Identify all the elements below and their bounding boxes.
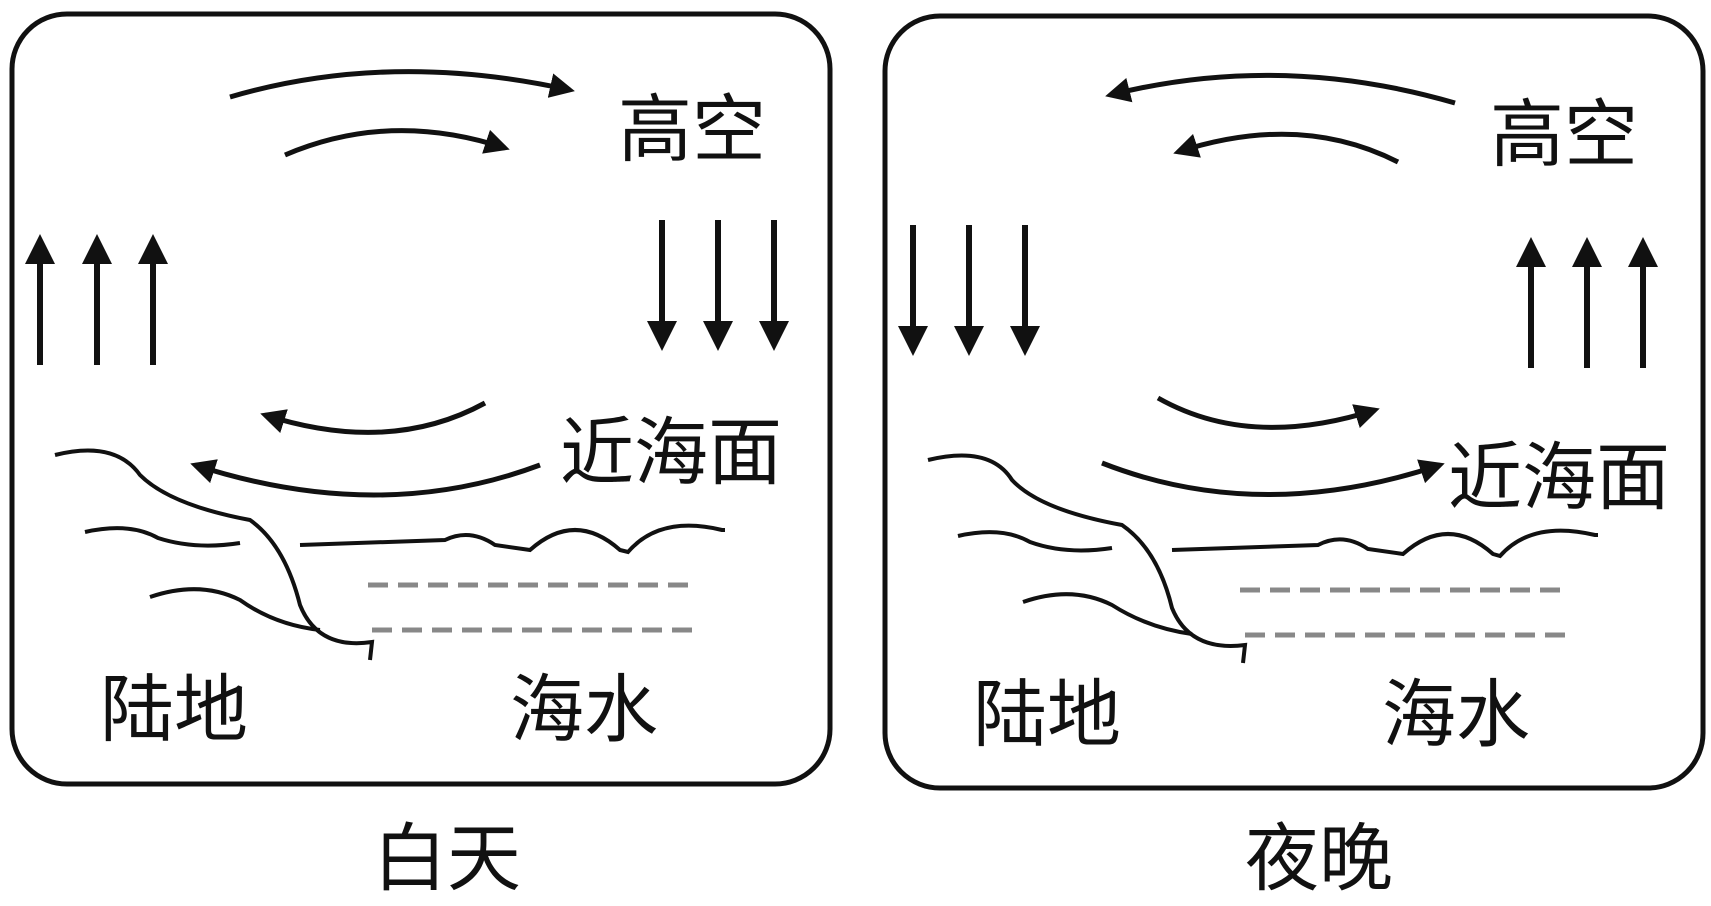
night-panel-frame (882, 13, 1706, 791)
night-surface-arrow-inner (1156, 395, 1380, 430)
day-upper-arrow-inner (284, 128, 510, 158)
night-panel: 高空 近海面 陆地 海水 夜晚 (882, 13, 1706, 902)
day-surface-label: 近海面 (560, 410, 782, 496)
night-upper-arrow-outer (1105, 72, 1456, 106)
night-sea-waves (1171, 528, 1598, 559)
day-panel: 高空 近海面 陆地 海水 白天 (9, 11, 833, 902)
day-sea-waves (299, 523, 725, 555)
day-upper-arrow-outer (229, 69, 575, 100)
day-caption: 白天 (373, 816, 521, 902)
day-land-contour-2 (149, 587, 321, 632)
day-upper-label: 高空 (618, 87, 766, 173)
day-sea-label: 海水 (510, 667, 658, 753)
night-land-contour-2 (1022, 592, 1193, 636)
night-sea-label: 海水 (1382, 672, 1530, 758)
day-surface-arrow-inner (260, 400, 487, 435)
night-land-contour-1 (957, 530, 1113, 553)
night-upper-arrow-inner (1173, 131, 1400, 165)
day-coastline (54, 448, 375, 661)
day-surface-arrow-outer (190, 459, 541, 498)
night-upper-label: 高空 (1490, 92, 1638, 178)
night-surface-label: 近海面 (1448, 435, 1670, 521)
night-land-label: 陆地 (973, 672, 1121, 758)
night-surface-arrow-outer (1101, 459, 1445, 497)
day-land-contour-1 (84, 526, 241, 548)
day-land-label: 陆地 (100, 667, 248, 753)
night-caption: 夜晚 (1245, 816, 1393, 902)
day-panel-frame (9, 11, 833, 787)
